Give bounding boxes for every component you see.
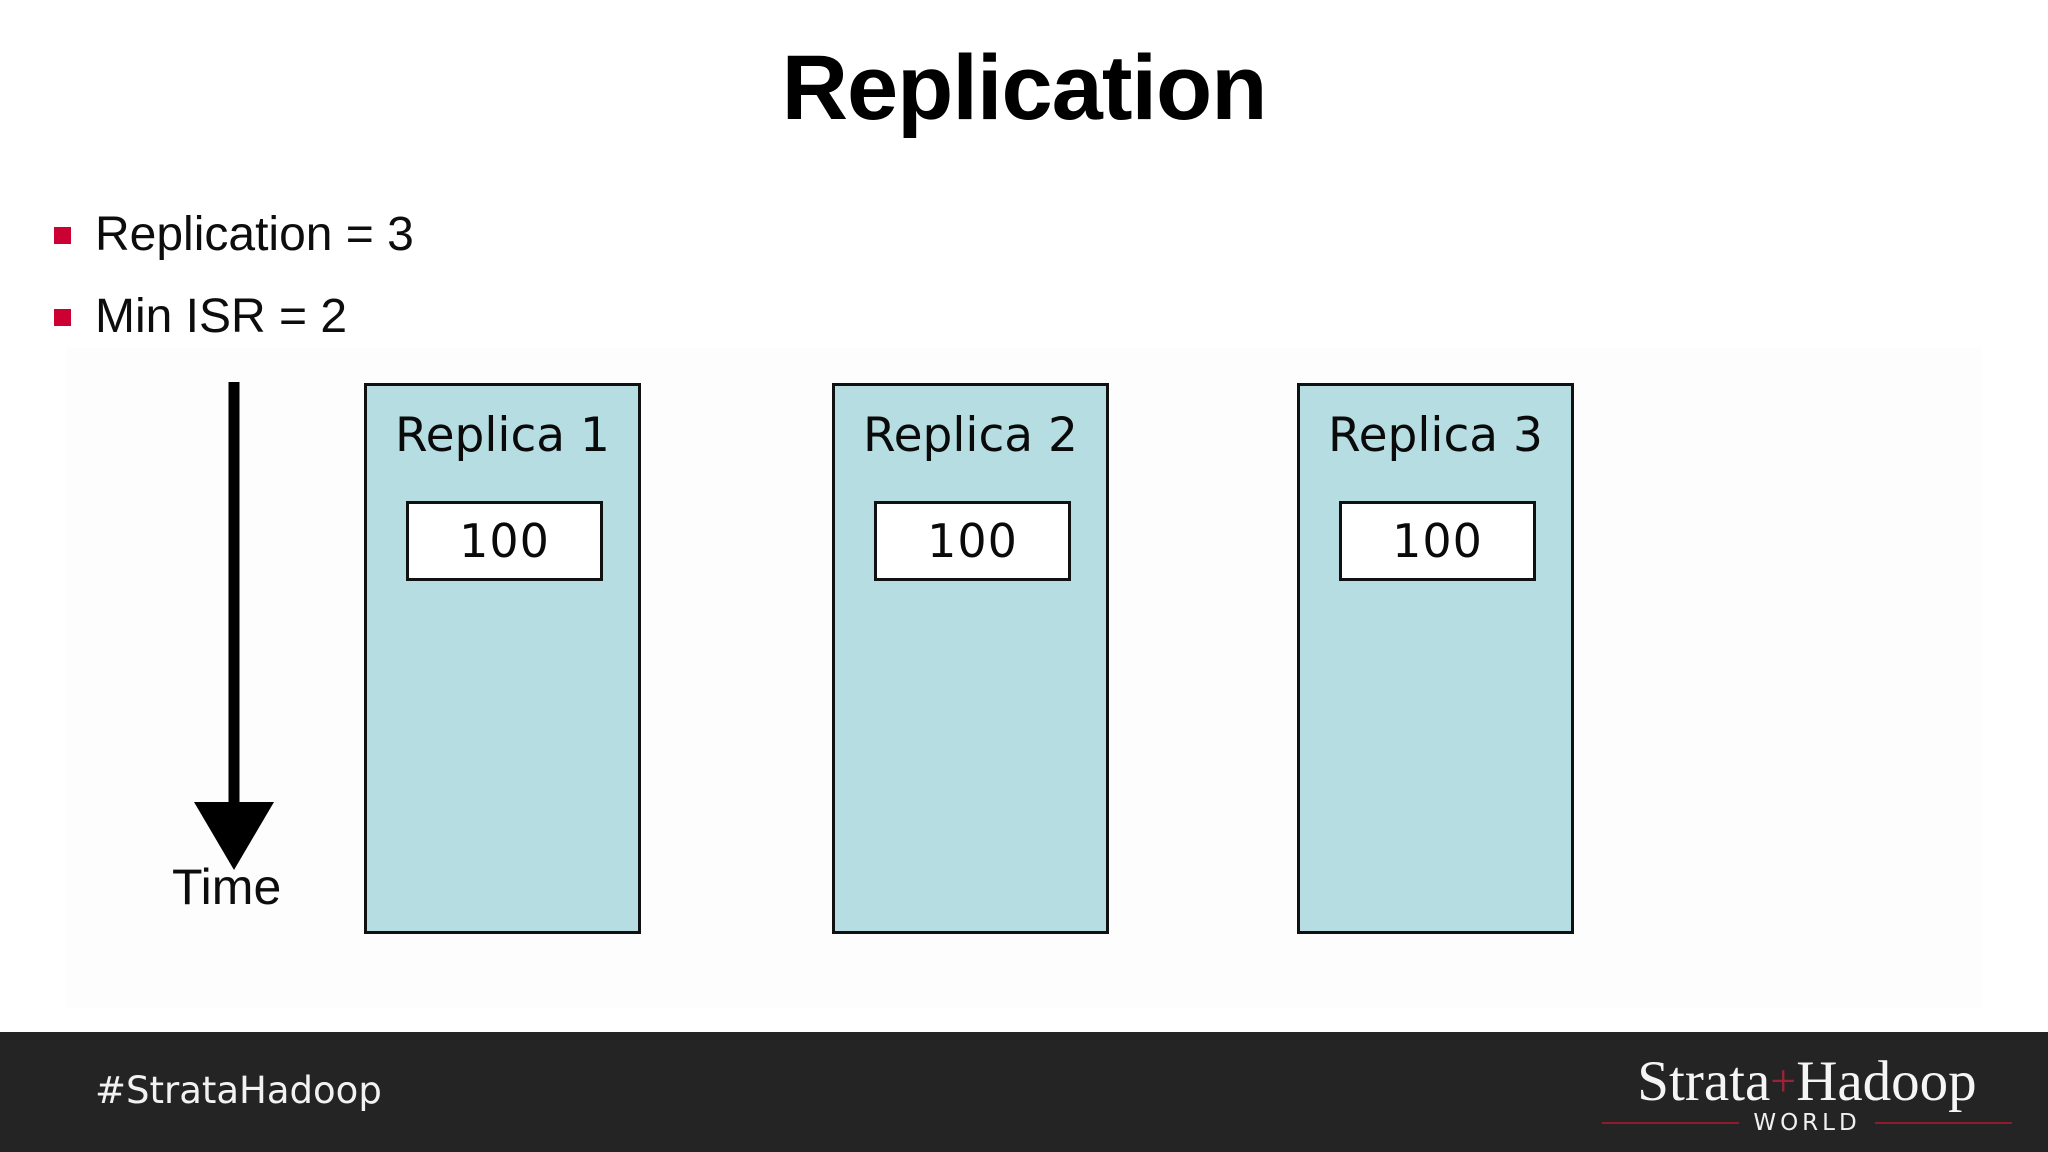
bullet-list: Replication = 3 Min ISR = 2 [54, 194, 954, 358]
page-title: Replication [781, 37, 1268, 139]
replica-value: 100 [459, 514, 550, 568]
logo-subtitle: WORLD [1753, 1110, 1861, 1136]
time-axis-arrow [150, 370, 380, 930]
footer-bar: #StrataHadoop Strata+Hadoop WORLD [0, 1032, 2048, 1152]
replica-title: Replica 3 [1328, 408, 1543, 463]
replica-value-cell[interactable]: 100 [874, 501, 1071, 581]
replica-value-cell[interactable]: 100 [1339, 501, 1536, 581]
logo-rule-right [1874, 1122, 2013, 1124]
bullet-text: Replication = 3 [95, 208, 414, 261]
logo-word-right: Hadoop [1796, 1050, 1977, 1113]
down-arrow-icon [194, 382, 274, 870]
replica-value-cell[interactable]: 100 [406, 501, 603, 581]
list-item: Replication = 3 [54, 194, 954, 276]
square-bullet-icon [54, 308, 71, 326]
replica-box-3[interactable]: Replica 3 100 [1297, 383, 1574, 934]
logo-plus-icon: + [1770, 1055, 1797, 1106]
replica-title: Replica 1 [395, 408, 610, 463]
replica-value: 100 [1392, 514, 1483, 568]
replica-value: 100 [927, 514, 1018, 568]
logo-word-left: Strata [1637, 1050, 1771, 1113]
replica-box-2[interactable]: Replica 2 100 [832, 383, 1109, 934]
time-axis-label: Time [172, 859, 282, 915]
replica-title: Replica 2 [863, 408, 1078, 463]
square-bullet-icon [54, 226, 71, 244]
strata-hadoop-world-logo: Strata+Hadoop WORLD [1602, 1048, 2013, 1140]
logo-rule-left [1602, 1122, 1740, 1124]
bullet-text: Min ISR = 2 [95, 290, 348, 343]
list-item: Min ISR = 2 [54, 276, 954, 358]
replica-box-1[interactable]: Replica 1 100 [364, 383, 641, 934]
logo-wordmark: Strata+Hadoop [1602, 1048, 2012, 1115]
logo-subtitle-row: WORLD [1602, 1110, 2013, 1136]
footer-hashtag: #StrataHadoop [95, 1069, 382, 1112]
